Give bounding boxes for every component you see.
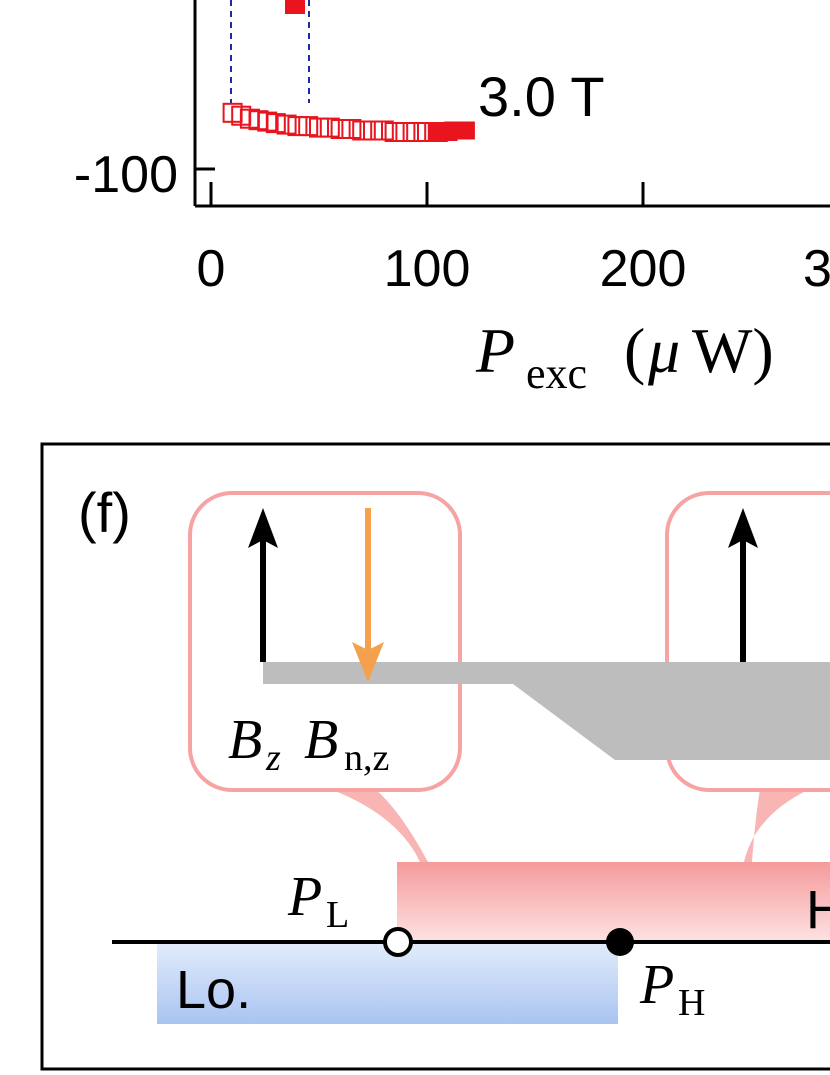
chart-marks [222,102,475,142]
x-tick-label: 0 [197,240,226,298]
svg-text:exc: exc [526,349,587,398]
b-z-label: B z [228,709,281,779]
p-high-label: P H [639,954,705,1024]
nuclear-field-band [263,662,830,760]
open-square-marker [384,122,405,142]
open-square-marker [276,114,297,135]
callout-tail-right [744,789,810,862]
svg-text:B: B [228,709,262,771]
high-power-region [397,862,830,942]
callout-tail-left [330,789,428,862]
filled-circle-marker [606,928,634,956]
callout-box-left [188,491,462,792]
x-tick-label: 200 [600,240,687,298]
up-arrow-icon [728,508,758,662]
series-label-3T: 3.0 T [478,65,605,128]
open-square-marker [406,122,427,142]
svg-text:P: P [287,866,322,928]
svg-text:L: L [326,894,349,936]
cut-off-series-marker [285,0,305,14]
svg-text:P: P [639,954,674,1016]
svg-text:z: z [265,737,281,779]
x-axis-label: P exc ( μ W) [475,315,774,398]
open-square-marker [395,122,416,142]
scatter-chart: -100 0 100 200 3 3.0 T P exc ( μ W) [74,0,830,398]
b-nz-label: B n,z [304,709,389,779]
svg-text:W): W) [692,315,774,386]
high-region-label: H [806,880,830,940]
x-tick-label: 100 [384,240,471,298]
open-square-marker [319,117,340,138]
svg-text:(: ( [624,315,645,386]
open-square-marker [363,120,383,141]
open-square-marker [330,119,351,139]
y-tick-label: -100 [74,146,178,204]
svg-text:μ: μ [647,315,680,386]
low-region-label: Lo. [176,960,251,1020]
open-square-marker [352,120,373,141]
open-square-marker [341,119,362,139]
filled-square-marker [456,121,475,140]
panel-f-frame [40,442,830,1071]
x-tick-label: 3 [803,240,830,298]
svg-text:H: H [678,982,705,1024]
open-square-marker [373,120,394,141]
open-circle-marker [383,927,413,957]
svg-text:P: P [475,315,515,386]
open-square-marker [287,116,308,137]
panel-f-diagram: (f) B z B n,z [40,442,830,1071]
open-square-marker [265,113,286,134]
p-low-label: P L [287,866,349,936]
open-square-marker [298,116,319,137]
up-arrow-icon [248,508,278,662]
low-power-region [157,942,618,1024]
svg-text:n,z: n,z [344,737,389,779]
open-square-marker [309,117,329,138]
svg-text:B: B [304,709,338,771]
down-arrow-icon [352,508,384,682]
panel-label: (f) [78,481,131,544]
